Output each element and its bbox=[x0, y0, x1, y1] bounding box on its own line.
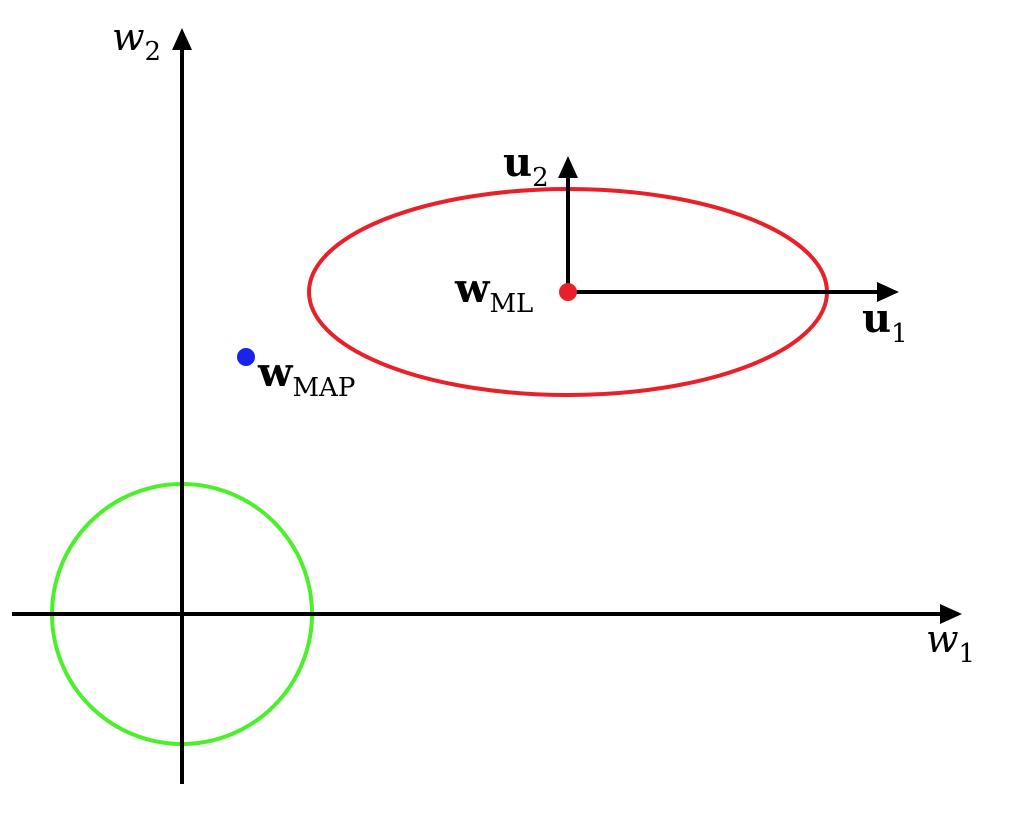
w-ml-point bbox=[559, 283, 577, 301]
w1-axis-label: w1 bbox=[926, 617, 975, 669]
u1-label: u1 bbox=[862, 295, 908, 349]
w-map-point bbox=[237, 348, 255, 366]
w2-axis-label: w2 bbox=[112, 15, 161, 67]
w-ml-label: wML bbox=[454, 265, 533, 319]
w-map-label: wMAP bbox=[257, 349, 355, 403]
u2-label: u2 bbox=[503, 139, 549, 193]
